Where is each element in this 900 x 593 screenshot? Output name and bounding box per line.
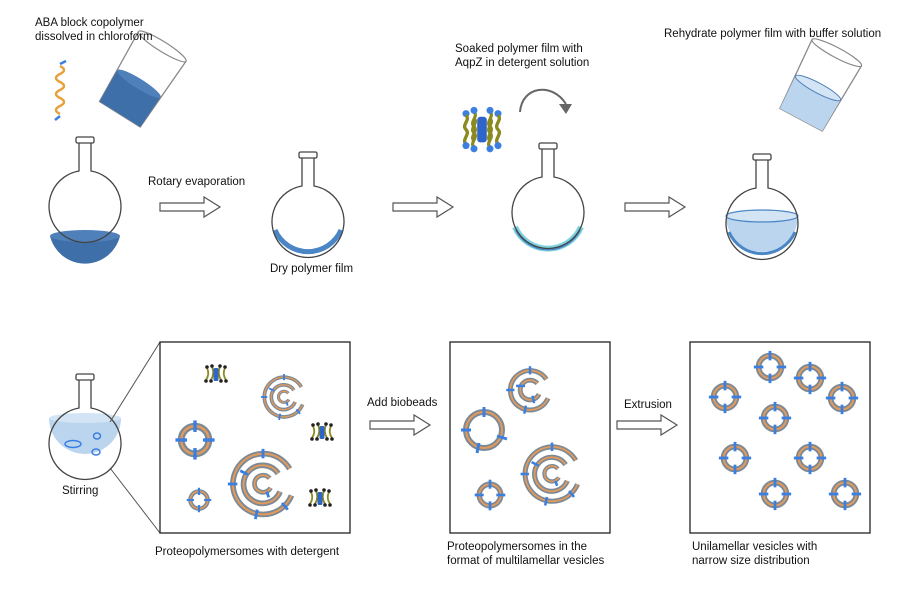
label-add-biobeads: Add biobeads [367,397,438,409]
label-rotary-evaporation: Rotary evaporation [148,176,246,188]
stirring-flask-icon [48,373,122,481]
chloroform-beaker-icon [98,30,187,128]
label-unilamellar: Unilamellar vesicles with narrow size di… [692,541,818,567]
flask-4-icon [725,153,799,261]
copolymer-molecule-icon [54,59,67,121]
arrow-step-2 [392,196,454,218]
label-soaked-film: Soaked polymer film with AqpZ in deterge… [455,43,590,69]
label-aba-copolymer: ABA block copolymer dissolved in chlorof… [35,17,153,43]
buffer-beaker-icon [779,38,863,132]
flask-3-icon [511,142,585,252]
label-rehydrate: Rehydrate polymer film with buffer solut… [664,28,882,40]
label-stirring: Stirring [62,485,99,497]
label-extrusion: Extrusion [624,399,672,411]
flask-1-icon [48,136,122,264]
arrow-step-3 [624,196,686,218]
arrow-extrusion [616,414,678,436]
zoom-line-top [109,341,161,423]
label-proteo-with-detergent: Proteopolymersomes with detergent [155,546,340,558]
aqpz-detergent-icon [462,107,501,152]
curved-arrow-icon [519,88,572,114]
label-dry-polymer-film: Dry polymer film [270,263,354,275]
label-proteo-multilamellar: Proteopolymersomes in the format of mult… [447,541,605,567]
arrow-rotary-evaporation [159,196,221,218]
zoom-line-bottom [109,467,161,534]
arrow-add-biobeads [369,414,431,436]
flask-2-icon [271,151,345,259]
